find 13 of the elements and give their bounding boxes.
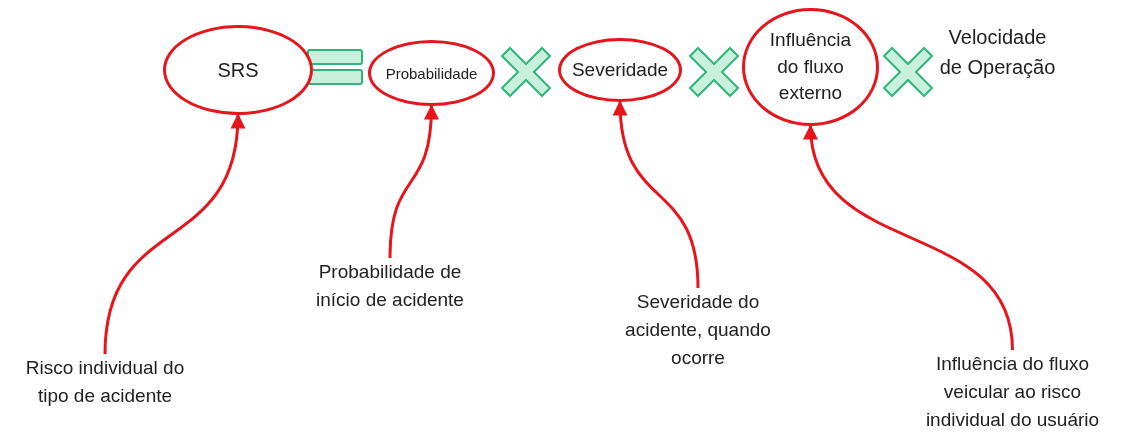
term-text: Severidade xyxy=(571,57,669,82)
term-text: Velocidade de Operação xyxy=(938,25,1057,80)
callout-text: Probabilidade de início de acidente xyxy=(300,258,480,314)
term-text: Influência do fluxo externo xyxy=(768,28,853,106)
callout-text: Influência do fluxo veicular ao risco individual do usuário xyxy=(910,350,1115,434)
curved-arrow xyxy=(388,104,439,259)
term-text: Probabilidade xyxy=(385,63,478,84)
curved-arrow xyxy=(804,124,1014,351)
term-text: SRS xyxy=(217,58,259,83)
curved-arrow xyxy=(613,100,700,289)
callout-text: Severidade do acidente, quando ocorre xyxy=(598,288,798,372)
callout-text: Risco individual do tipo de acidente xyxy=(10,354,200,410)
curved-arrow xyxy=(103,113,245,355)
